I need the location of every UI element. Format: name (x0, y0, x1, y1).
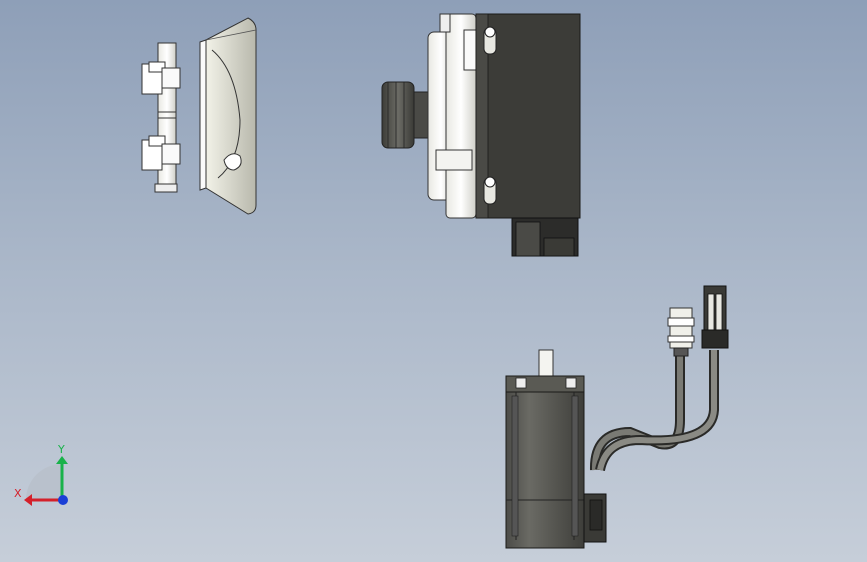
orientation-triad: Y X (14, 443, 68, 506)
camera-body[interactable] (381, 13, 581, 257)
lens-cover[interactable] (199, 17, 257, 215)
x-axis-label: X (14, 487, 22, 500)
servo-motor[interactable] (505, 285, 729, 549)
shaft-with-keys[interactable] (141, 42, 181, 193)
y-axis-label: Y (57, 443, 65, 456)
z-axis-dot (58, 495, 68, 505)
